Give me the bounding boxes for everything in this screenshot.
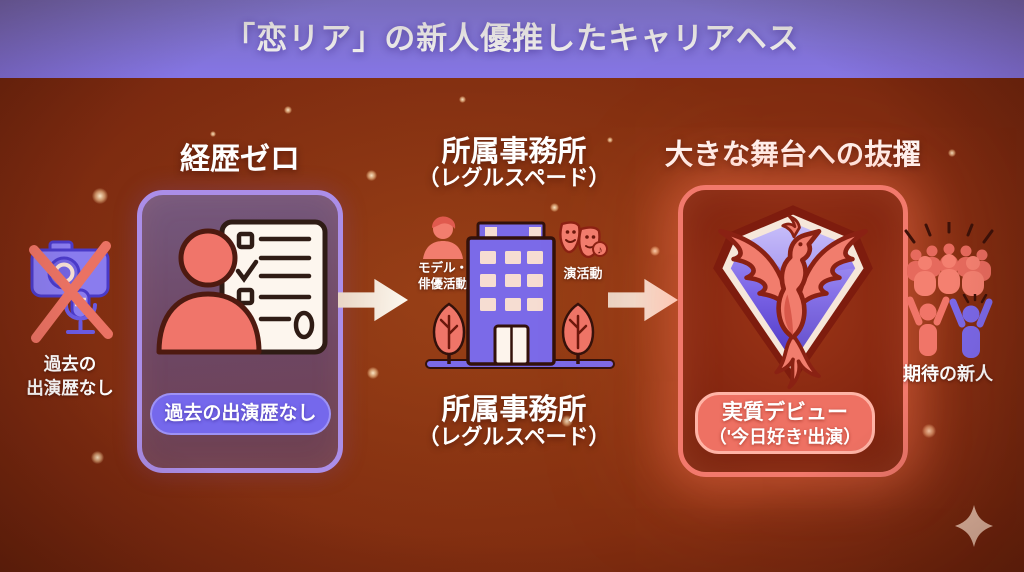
crowd-icon — [904, 222, 994, 296]
pill-line: 実質デビュー — [722, 401, 848, 424]
label-line: モデル・ — [417, 261, 468, 275]
stage2-heading-sub: （レグルスペード） — [418, 166, 610, 190]
stage2-perform-label: 演活動 — [563, 266, 603, 281]
stage2-heading: 所属事務所 — [441, 136, 587, 168]
cheering-people-icon — [906, 294, 993, 358]
arrow-right-icon — [608, 278, 678, 322]
glow-dot — [948, 149, 956, 157]
svg-text:♪: ♪ — [597, 245, 603, 257]
stage1-pill: 過去の出演歴なし — [150, 393, 331, 435]
glow-dot — [366, 170, 377, 181]
glow-dot — [92, 188, 108, 204]
glow-dot — [284, 106, 292, 114]
glow-dot — [91, 451, 104, 464]
stage3-pill: 実質デビュー （'今日好き'出演） — [695, 392, 875, 454]
person-checklist-icon — [156, 219, 328, 355]
stage3-side-caption: 期待の新人 — [903, 364, 993, 384]
stage2-caption: 所属事務所 — [441, 394, 587, 426]
stage2-model-label: モデル・ 俳優活動 — [408, 260, 478, 292]
camera-mic-crossed-icon — [29, 240, 113, 343]
glow-dot — [459, 96, 466, 103]
pill-line: （'今日好き'出演） — [708, 427, 862, 447]
arrow-right-icon — [338, 278, 408, 322]
page-title: 「恋リア」の新人優推したキャリアヘス — [224, 21, 800, 56]
phoenix-badge-icon — [713, 205, 873, 390]
glow-dot — [367, 367, 379, 379]
caption-line: 出演歴なし — [26, 378, 114, 398]
glow-dot — [922, 424, 936, 438]
office-building-icon — [425, 221, 615, 369]
glow-dot — [550, 203, 559, 212]
stage1-heading: 経歴ゼロ — [180, 143, 300, 176]
stage3-heading: 大きな舞台への抜擢 — [664, 139, 922, 171]
person-bust-icon — [423, 216, 463, 259]
stage2-caption-sub: （レグルスペード） — [418, 425, 610, 449]
theater-masks-icon: ♪ — [559, 221, 608, 259]
glow-dot — [650, 246, 660, 256]
sparkle-icon — [955, 505, 993, 547]
header-banner — [0, 0, 1024, 78]
stage1-side-caption: 過去の 出演歴なし — [0, 352, 140, 400]
caption-line: 過去の — [43, 354, 97, 374]
label-line: 俳優活動 — [417, 277, 468, 291]
